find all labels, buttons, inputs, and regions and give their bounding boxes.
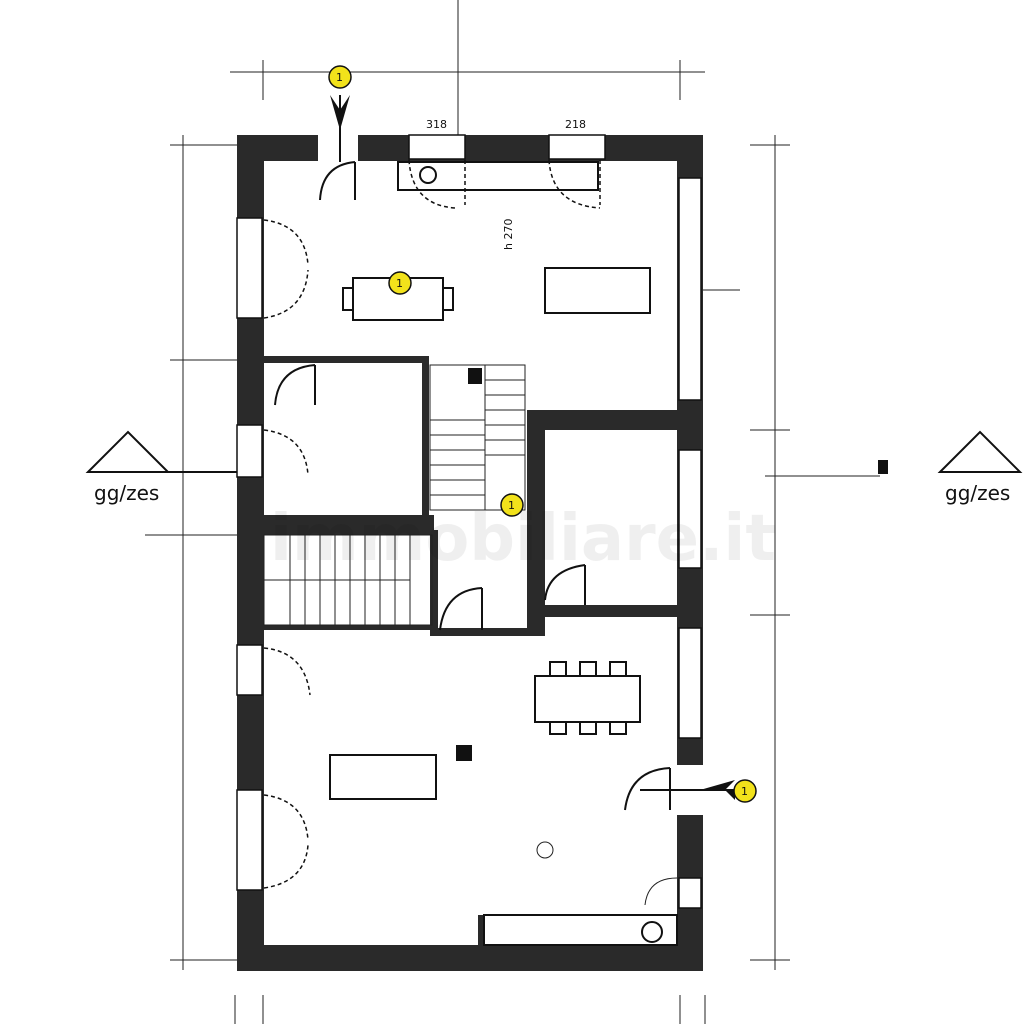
- doors: [263, 159, 678, 906]
- svg-text:1: 1: [396, 277, 403, 290]
- window-label-1: 318: [426, 118, 447, 131]
- section-label-left: gg/zes: [94, 481, 159, 505]
- room-height-label: h 270: [502, 219, 515, 250]
- sofa-bottom: [329, 754, 437, 800]
- section-marker-right: gg/zes: [937, 430, 1023, 505]
- watermark: immobiliare.it: [270, 502, 776, 576]
- furniture: [329, 161, 678, 946]
- svg-text:1: 1: [508, 499, 515, 512]
- marker-entry: 1: [733, 779, 757, 803]
- svg-text:1: 1: [741, 785, 748, 798]
- section-marker-left: gg/zes: [85, 430, 237, 505]
- window-label-2: 218: [565, 118, 586, 131]
- marker-top: 1: [328, 65, 352, 89]
- section-label-right: gg/zes: [945, 481, 1010, 505]
- windows: [236, 134, 703, 909]
- sofa-top: [544, 267, 651, 314]
- dining-table-bottom: [534, 675, 641, 723]
- marker-dining: 1: [388, 271, 412, 295]
- entry-arrows: [330, 95, 735, 800]
- kitchen-counter: [483, 914, 678, 946]
- marker-stairs: 1: [500, 493, 524, 517]
- staircase: [263, 364, 526, 626]
- svg-text:1: 1: [336, 71, 343, 84]
- dimension-lines: [145, 0, 888, 1024]
